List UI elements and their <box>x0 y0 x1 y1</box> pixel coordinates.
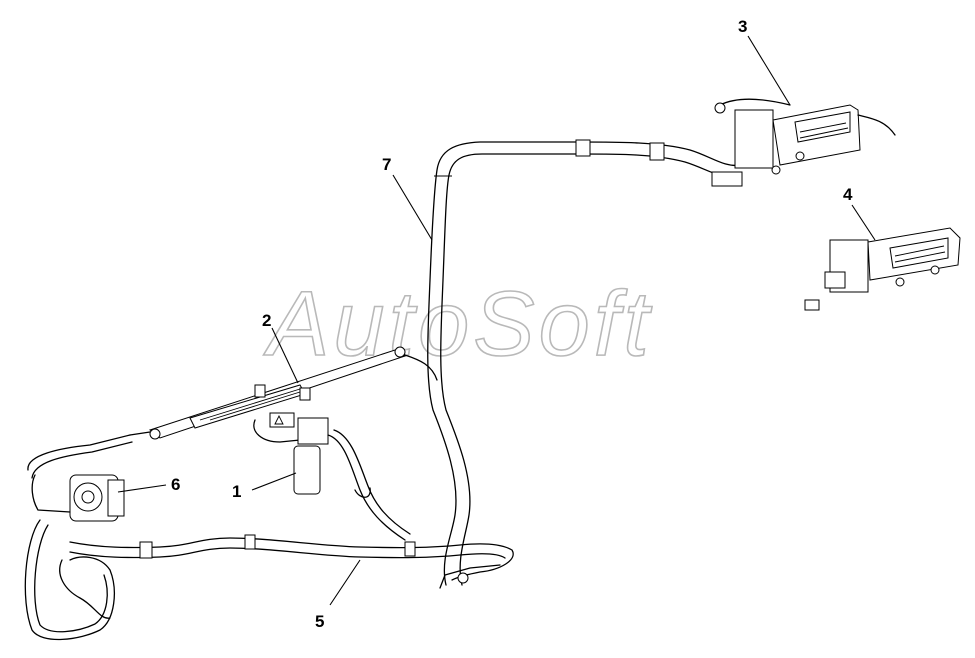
receiver-drier-1 <box>253 412 411 541</box>
compressor-clutch <box>107 479 125 517</box>
leader-6 <box>117 484 167 493</box>
evaporator-4 <box>804 227 961 311</box>
hose-5-fitting <box>457 572 469 584</box>
hose-5 <box>69 534 514 589</box>
evaporator-4-connector <box>804 299 820 311</box>
drier-canister <box>293 445 321 495</box>
hose-7-clamp <box>575 139 591 157</box>
leader-7 <box>392 174 433 241</box>
callout-6: 6 <box>171 475 180 494</box>
callout-2: 2 <box>262 311 271 330</box>
hose-5-clamp <box>139 541 153 559</box>
leader-2 <box>271 327 299 384</box>
drier-head <box>297 417 329 445</box>
evaporator-4-bolt <box>895 277 905 287</box>
leader-3 <box>747 35 791 106</box>
evaporator-grille <box>794 111 851 143</box>
leader-1 <box>251 472 297 491</box>
callout-3: 3 <box>738 17 747 36</box>
evaporator-4-bracket <box>824 271 846 289</box>
evaporator-4-bolt <box>930 265 940 275</box>
evaporator-bracket <box>711 171 743 187</box>
hose-5-clamp <box>244 534 256 550</box>
condenser-end-cap <box>394 346 406 358</box>
evaporator-bolt <box>771 165 781 175</box>
hose-7-clamp <box>649 142 665 161</box>
leader-lines <box>117 35 876 606</box>
condenser-bracket <box>299 387 311 401</box>
compressor-hub <box>81 490 95 504</box>
condenser-bracket <box>254 384 266 398</box>
callout-5: 5 <box>315 612 324 631</box>
hose-7 <box>427 139 741 586</box>
evaporator-3 <box>711 98 896 187</box>
condenser-2 <box>129 346 438 440</box>
leader-4 <box>851 204 876 241</box>
condenser-end-cap <box>149 428 161 440</box>
callout-1: 1 <box>232 482 241 501</box>
warning-label <box>269 412 295 428</box>
leader-5 <box>329 559 361 606</box>
watermark-text: AutoSoft <box>263 273 653 375</box>
compressor-6 <box>24 434 133 641</box>
evaporator-bolt <box>795 151 805 161</box>
evaporator-fitting <box>714 102 726 114</box>
hose-5-clamp <box>404 541 416 557</box>
evaporator-housing <box>734 109 774 169</box>
callout-7: 7 <box>382 155 391 174</box>
callout-4: 4 <box>843 185 853 204</box>
